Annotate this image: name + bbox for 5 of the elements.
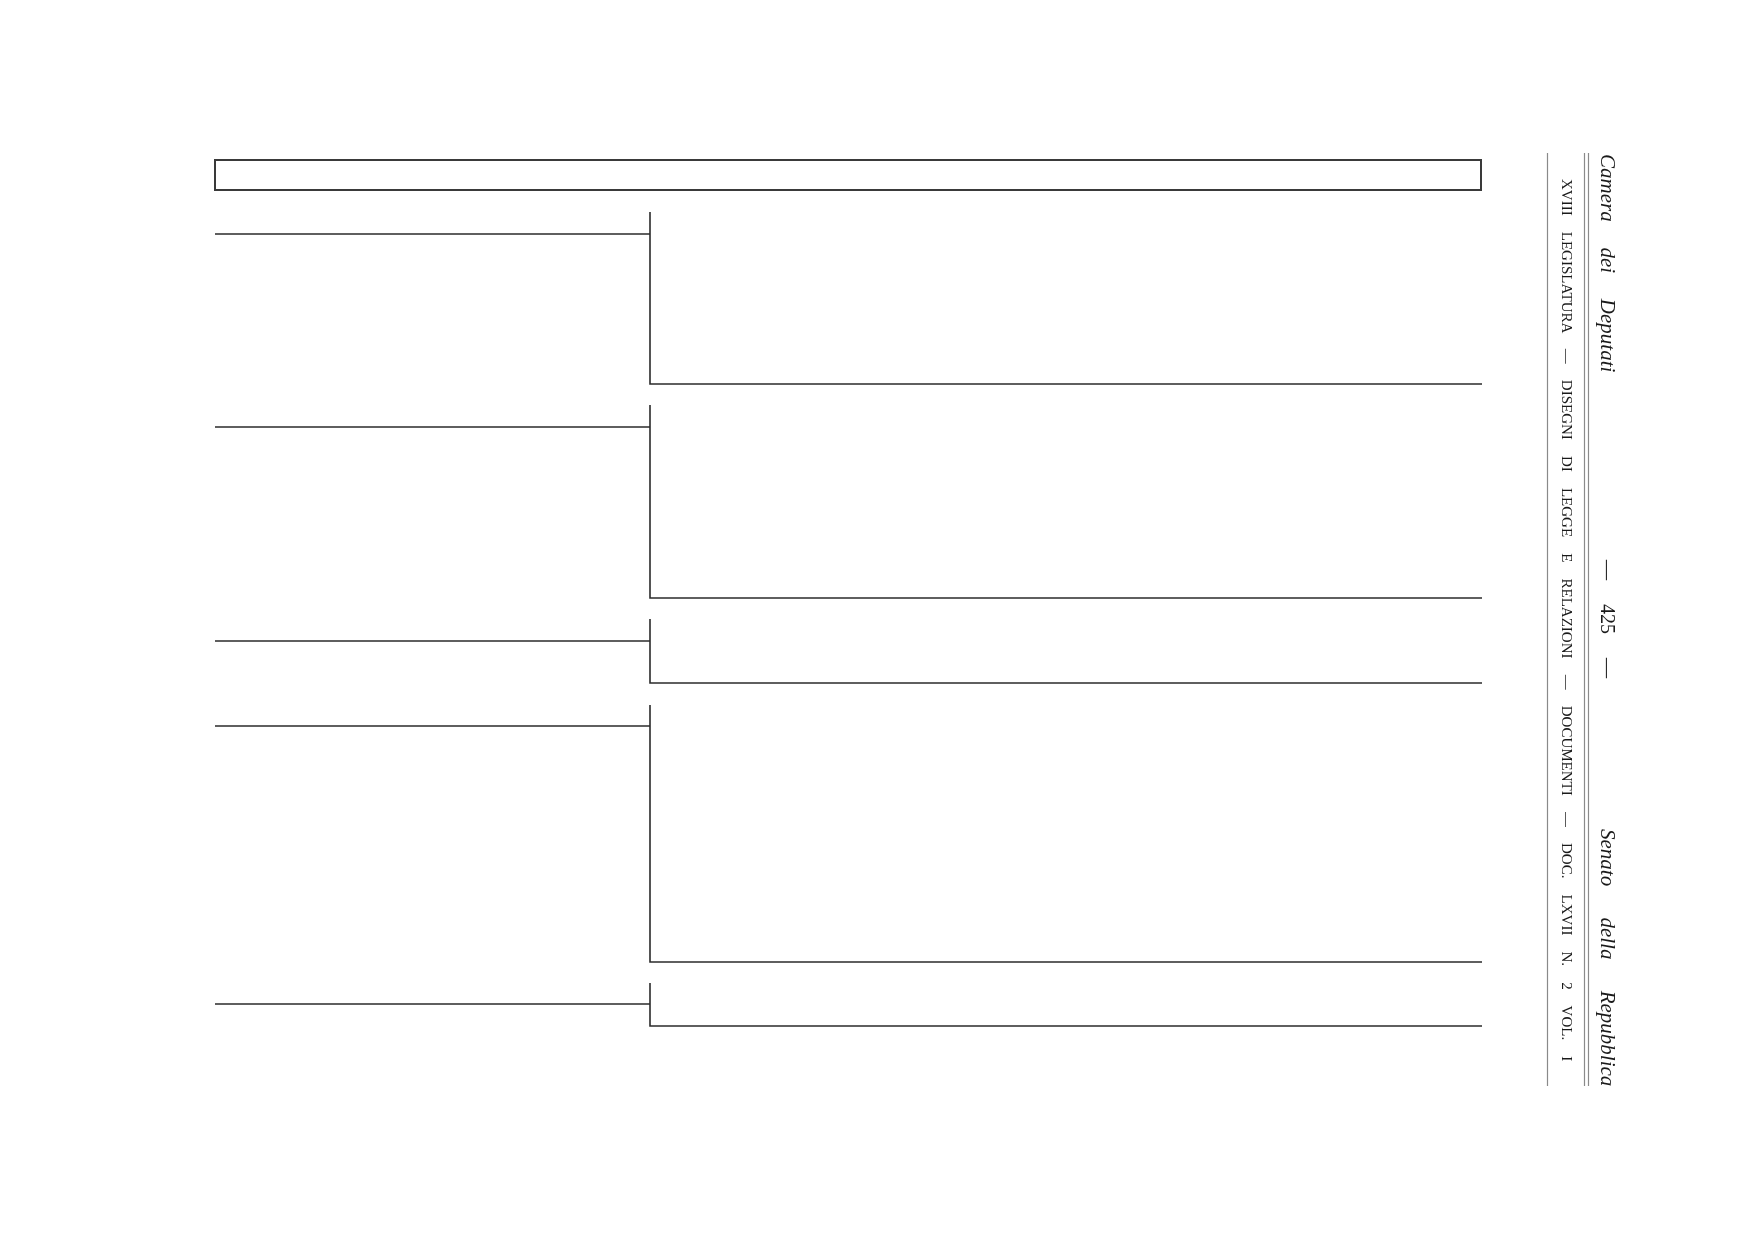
page-number: — 425 — [1596, 560, 1620, 678]
running-subheader: XVIII LEGISLATURA — DISEGNI DI LEGGE E RELAZIONI — DOCUMENTI — DOC. LXVII N. 2 VOL. I [1558, 179, 1576, 1062]
empty-frame [214, 159, 1482, 191]
running-header: Camera dei Deputati [1595, 154, 1620, 373]
running-header: Senato della Repubblica [1595, 829, 1620, 1087]
